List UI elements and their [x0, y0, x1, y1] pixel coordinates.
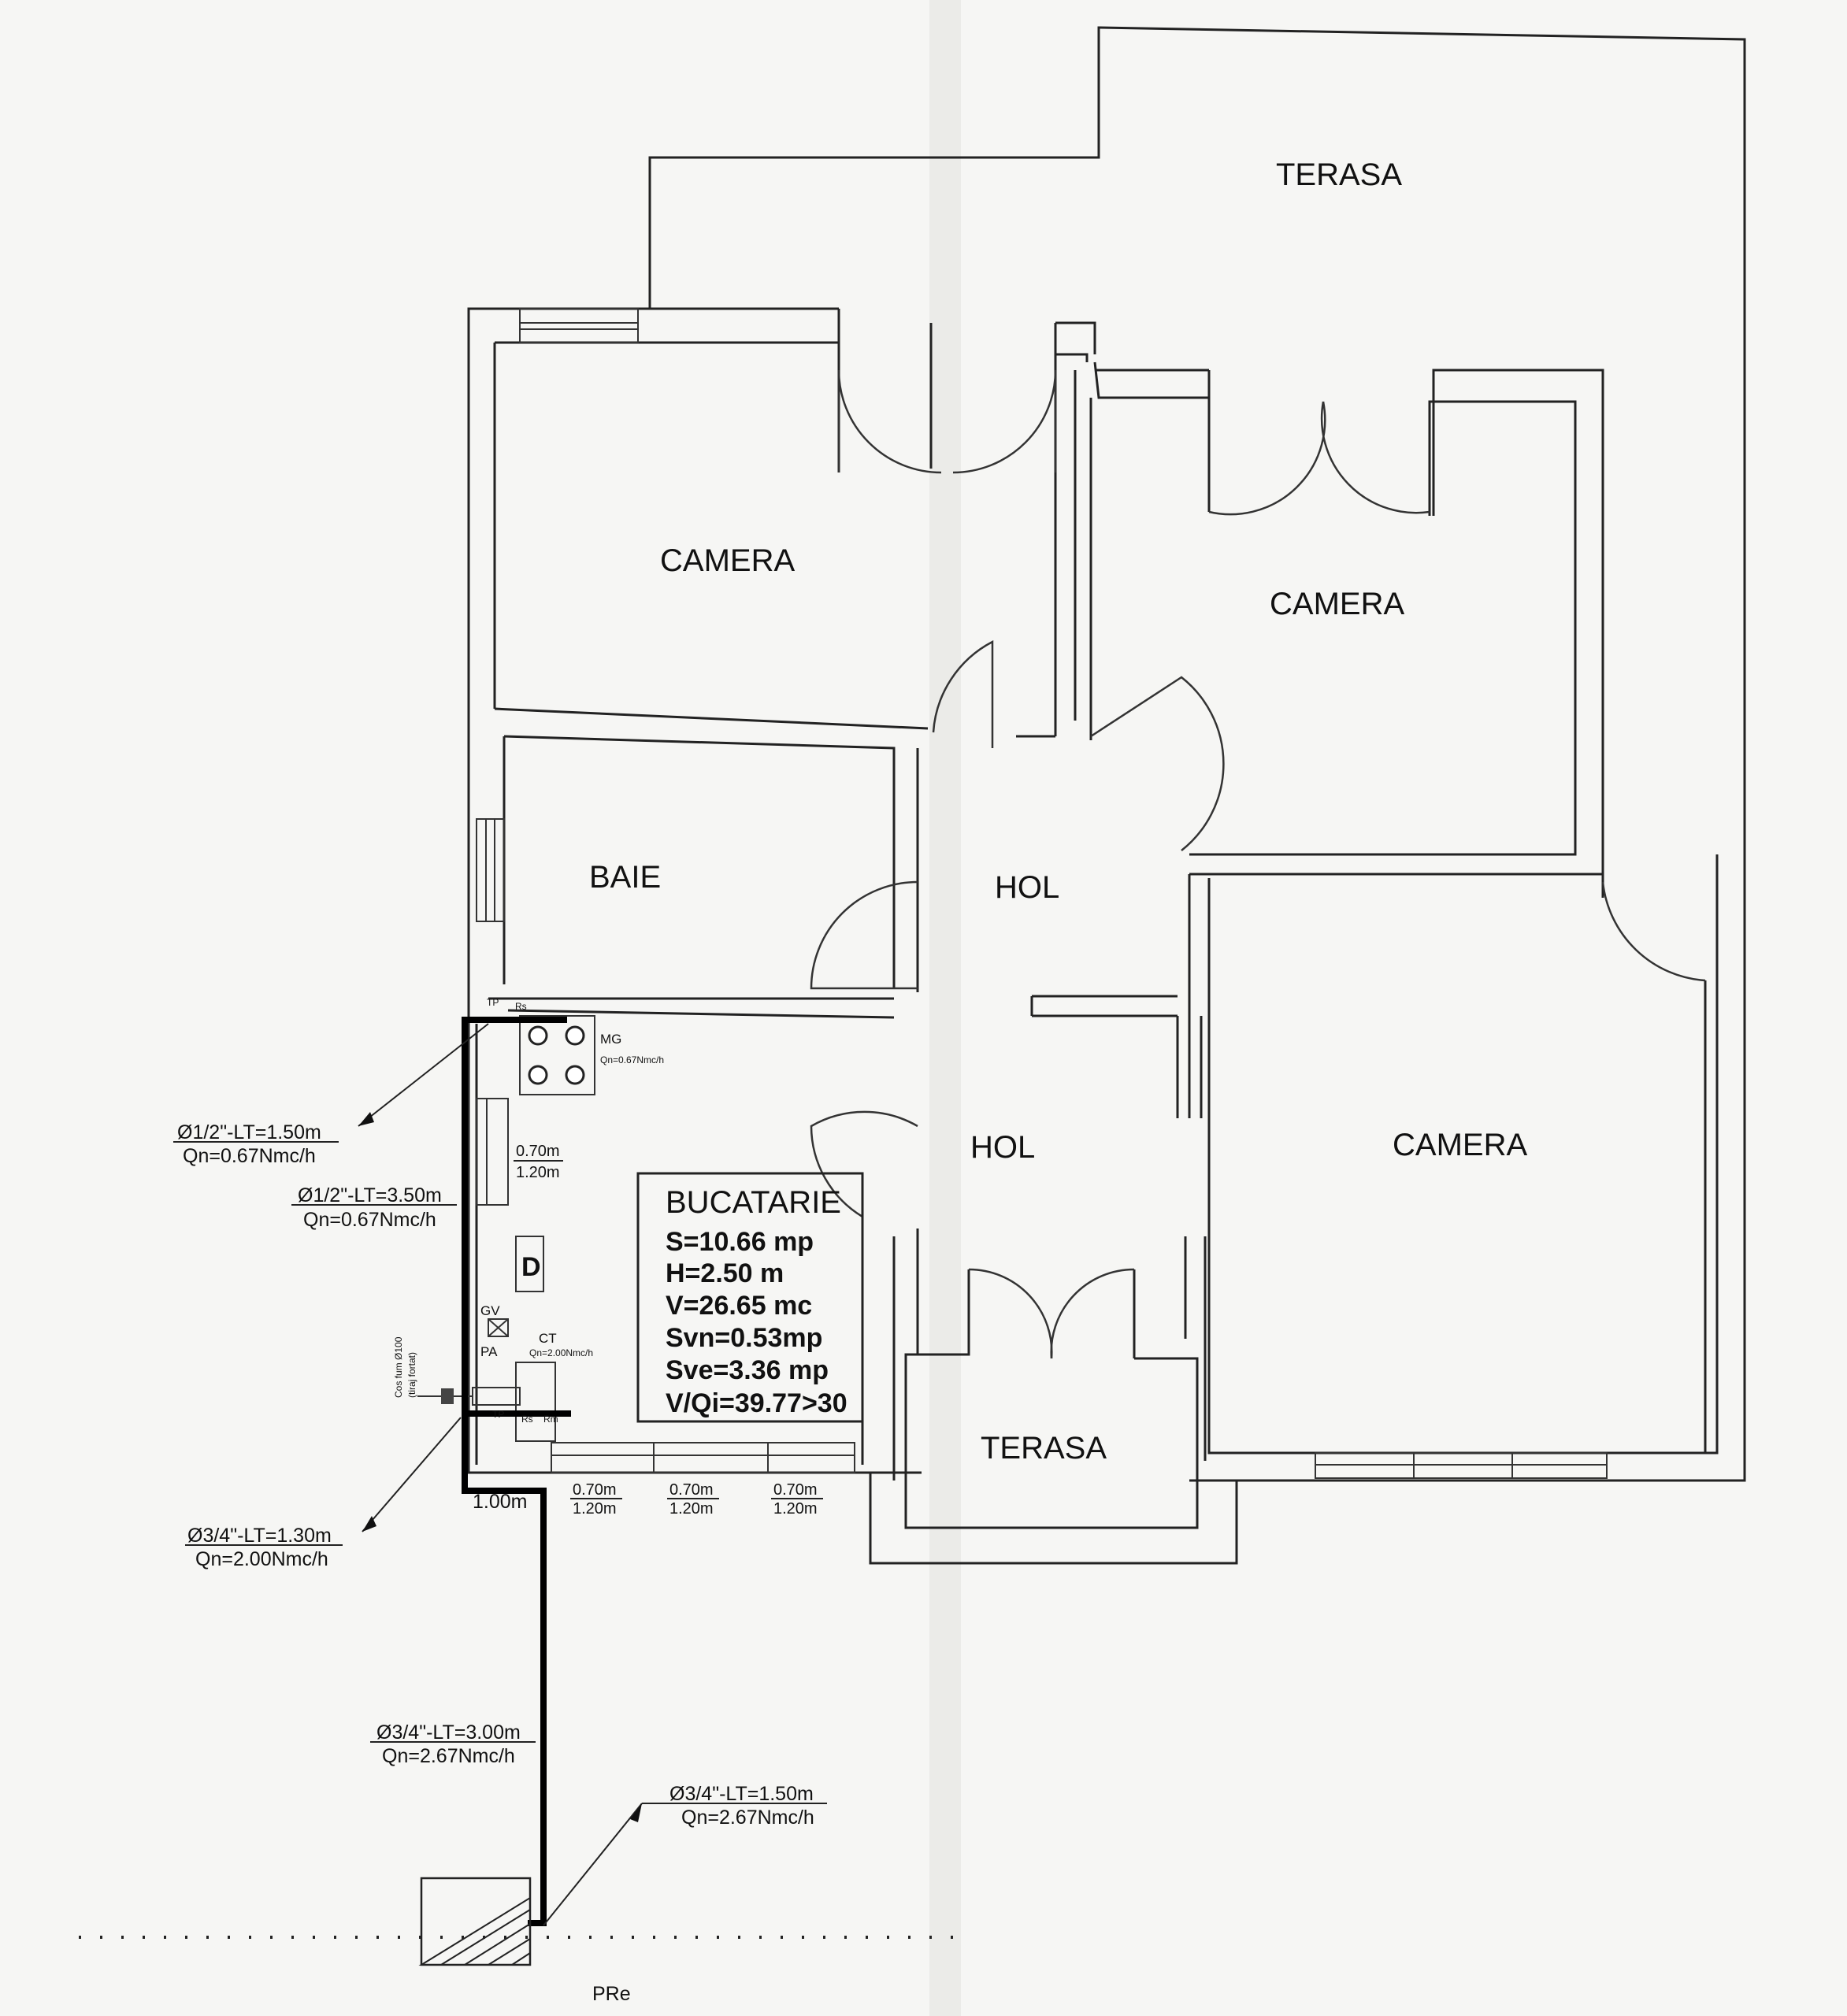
property-line [79, 1877, 969, 1966]
door-camera-right-bottom [1601, 881, 1706, 982]
label-ct-qn: Qn=2.00Nmc/h [529, 1347, 593, 1358]
room-label-hol-bottom: HOL [970, 1130, 1035, 1165]
room-label-camera-left: CAMERA [660, 543, 795, 578]
label-meter-d: D [521, 1252, 541, 1282]
room-label-camera-right-bottom: CAMERA [1393, 1128, 1527, 1162]
pipe-spec-2: Ø1/2"-LT=3.50m [298, 1184, 442, 1206]
pipe-segment-length: 1.00m [473, 1491, 527, 1513]
pipe-qn-2: Qn=0.67Nmc/h [303, 1209, 436, 1231]
door-terrace-left [837, 369, 942, 474]
label-tp-bottom: TP [492, 1409, 504, 1420]
flue-cap-icon [441, 1388, 454, 1404]
door-kitchen [810, 1110, 918, 1218]
label-flue-2: (tiraj fortat) [406, 1352, 417, 1398]
windows-glazing [476, 308, 1608, 1479]
kitchen-vqi: V/Qi=39.77>30 [666, 1388, 847, 1418]
label-flue-1: Cos fum Ø100 [393, 1336, 404, 1398]
pipe-qn-1: Qn=0.67Nmc/h [183, 1145, 316, 1167]
window-baie [476, 818, 505, 922]
label-rs-top: Rs [515, 1001, 527, 1012]
kitchen-svn: Svn=0.53mp [666, 1323, 822, 1353]
label-mg-qn: Qn=0.67Nmc/h [600, 1054, 664, 1065]
kitchen-fixtures [417, 1015, 595, 1442]
window-dim-h-3: 1.20m [669, 1500, 714, 1518]
boiler-ct-icon [515, 1362, 556, 1442]
pipe-spec-4: Ø3/4"-LT=3.00m [376, 1721, 521, 1744]
window-dim-h-4: 1.20m [773, 1500, 818, 1518]
label-pa: PA [480, 1344, 498, 1359]
page-fold [929, 0, 961, 2016]
window-camera-left [519, 308, 639, 343]
pipe-spec-5: Ø3/4"-LT=1.50m [669, 1783, 814, 1805]
door-camera-top-a [1208, 401, 1326, 516]
gas-pipe-main [462, 1017, 567, 1926]
window-dim-w-3: 0.70m [669, 1481, 714, 1499]
label-tp-top: TP [487, 997, 499, 1008]
gas-stove-icon [519, 1015, 595, 1095]
window-dim-h-2: 1.20m [573, 1500, 617, 1518]
pipe-qn-3: Qn=2.00Nmc/h [195, 1548, 328, 1570]
pipe-qn-4: Qn=2.67Nmc/h [382, 1745, 515, 1767]
door-terrace-bottom-a [968, 1268, 1053, 1359]
door-camera-left [932, 639, 994, 748]
kitchen-height: H=2.50 m [666, 1258, 784, 1288]
kitchen-title: BUCATARIE [666, 1185, 841, 1220]
leader-lines [173, 1023, 827, 1926]
flue-pipe-icon [472, 1387, 521, 1406]
window-kitchen-side [476, 1098, 509, 1206]
label-pre: PRe [592, 1983, 631, 2005]
room-label-baie: BAIE [589, 860, 661, 895]
kitchen-area: S=10.66 mp [666, 1227, 814, 1257]
label-mg: MG [600, 1032, 621, 1047]
room-label-terasa-top: TERASA [1276, 158, 1402, 192]
kitchen-sve: Sve=3.36 mp [666, 1355, 829, 1385]
kitchen-info-box [636, 1172, 864, 1423]
window-dim-w-4: 0.70m [773, 1481, 818, 1499]
regulator-box-icon [420, 1877, 532, 1966]
meter-d-icon [515, 1236, 544, 1292]
door-terrace-left-b [952, 369, 1057, 474]
pipe-spec-3: Ø3/4"-LT=1.30m [187, 1525, 332, 1547]
pipe-spec-1: Ø1/2"-LT=1.50m [177, 1121, 321, 1143]
gas-pipe [462, 1017, 571, 1926]
kitchen-volume: V=26.65 mc [666, 1291, 812, 1321]
valve-gv-icon [488, 1318, 509, 1337]
door-swings [810, 369, 1706, 1359]
window-dim-w-1: 0.70m [516, 1143, 560, 1160]
door-camera-top-b [1320, 401, 1430, 514]
label-gv: GV [480, 1303, 500, 1318]
pipe-qn-5: Qn=2.67Nmc/h [681, 1807, 814, 1829]
door-baie [810, 880, 918, 990]
window-kitchen-bottom [551, 1442, 855, 1473]
room-label-terasa-bottom: TERASA [981, 1431, 1107, 1466]
door-terrace-bottom-b [1050, 1268, 1135, 1359]
terrace-top-outline [648, 26, 1746, 1482]
room-label-hol-top: HOL [995, 870, 1059, 905]
door-camera-right-top [1090, 676, 1225, 851]
label-rs-bottom: Rs [521, 1414, 533, 1425]
window-dim-h-1: 1.20m [516, 1164, 560, 1181]
label-rm-bottom: Rm [543, 1414, 558, 1425]
room-label-camera-right-top: CAMERA [1270, 587, 1404, 621]
label-ct: CT [539, 1331, 557, 1346]
walls [467, 26, 1746, 1565]
window-dim-w-2: 0.70m [573, 1481, 617, 1499]
